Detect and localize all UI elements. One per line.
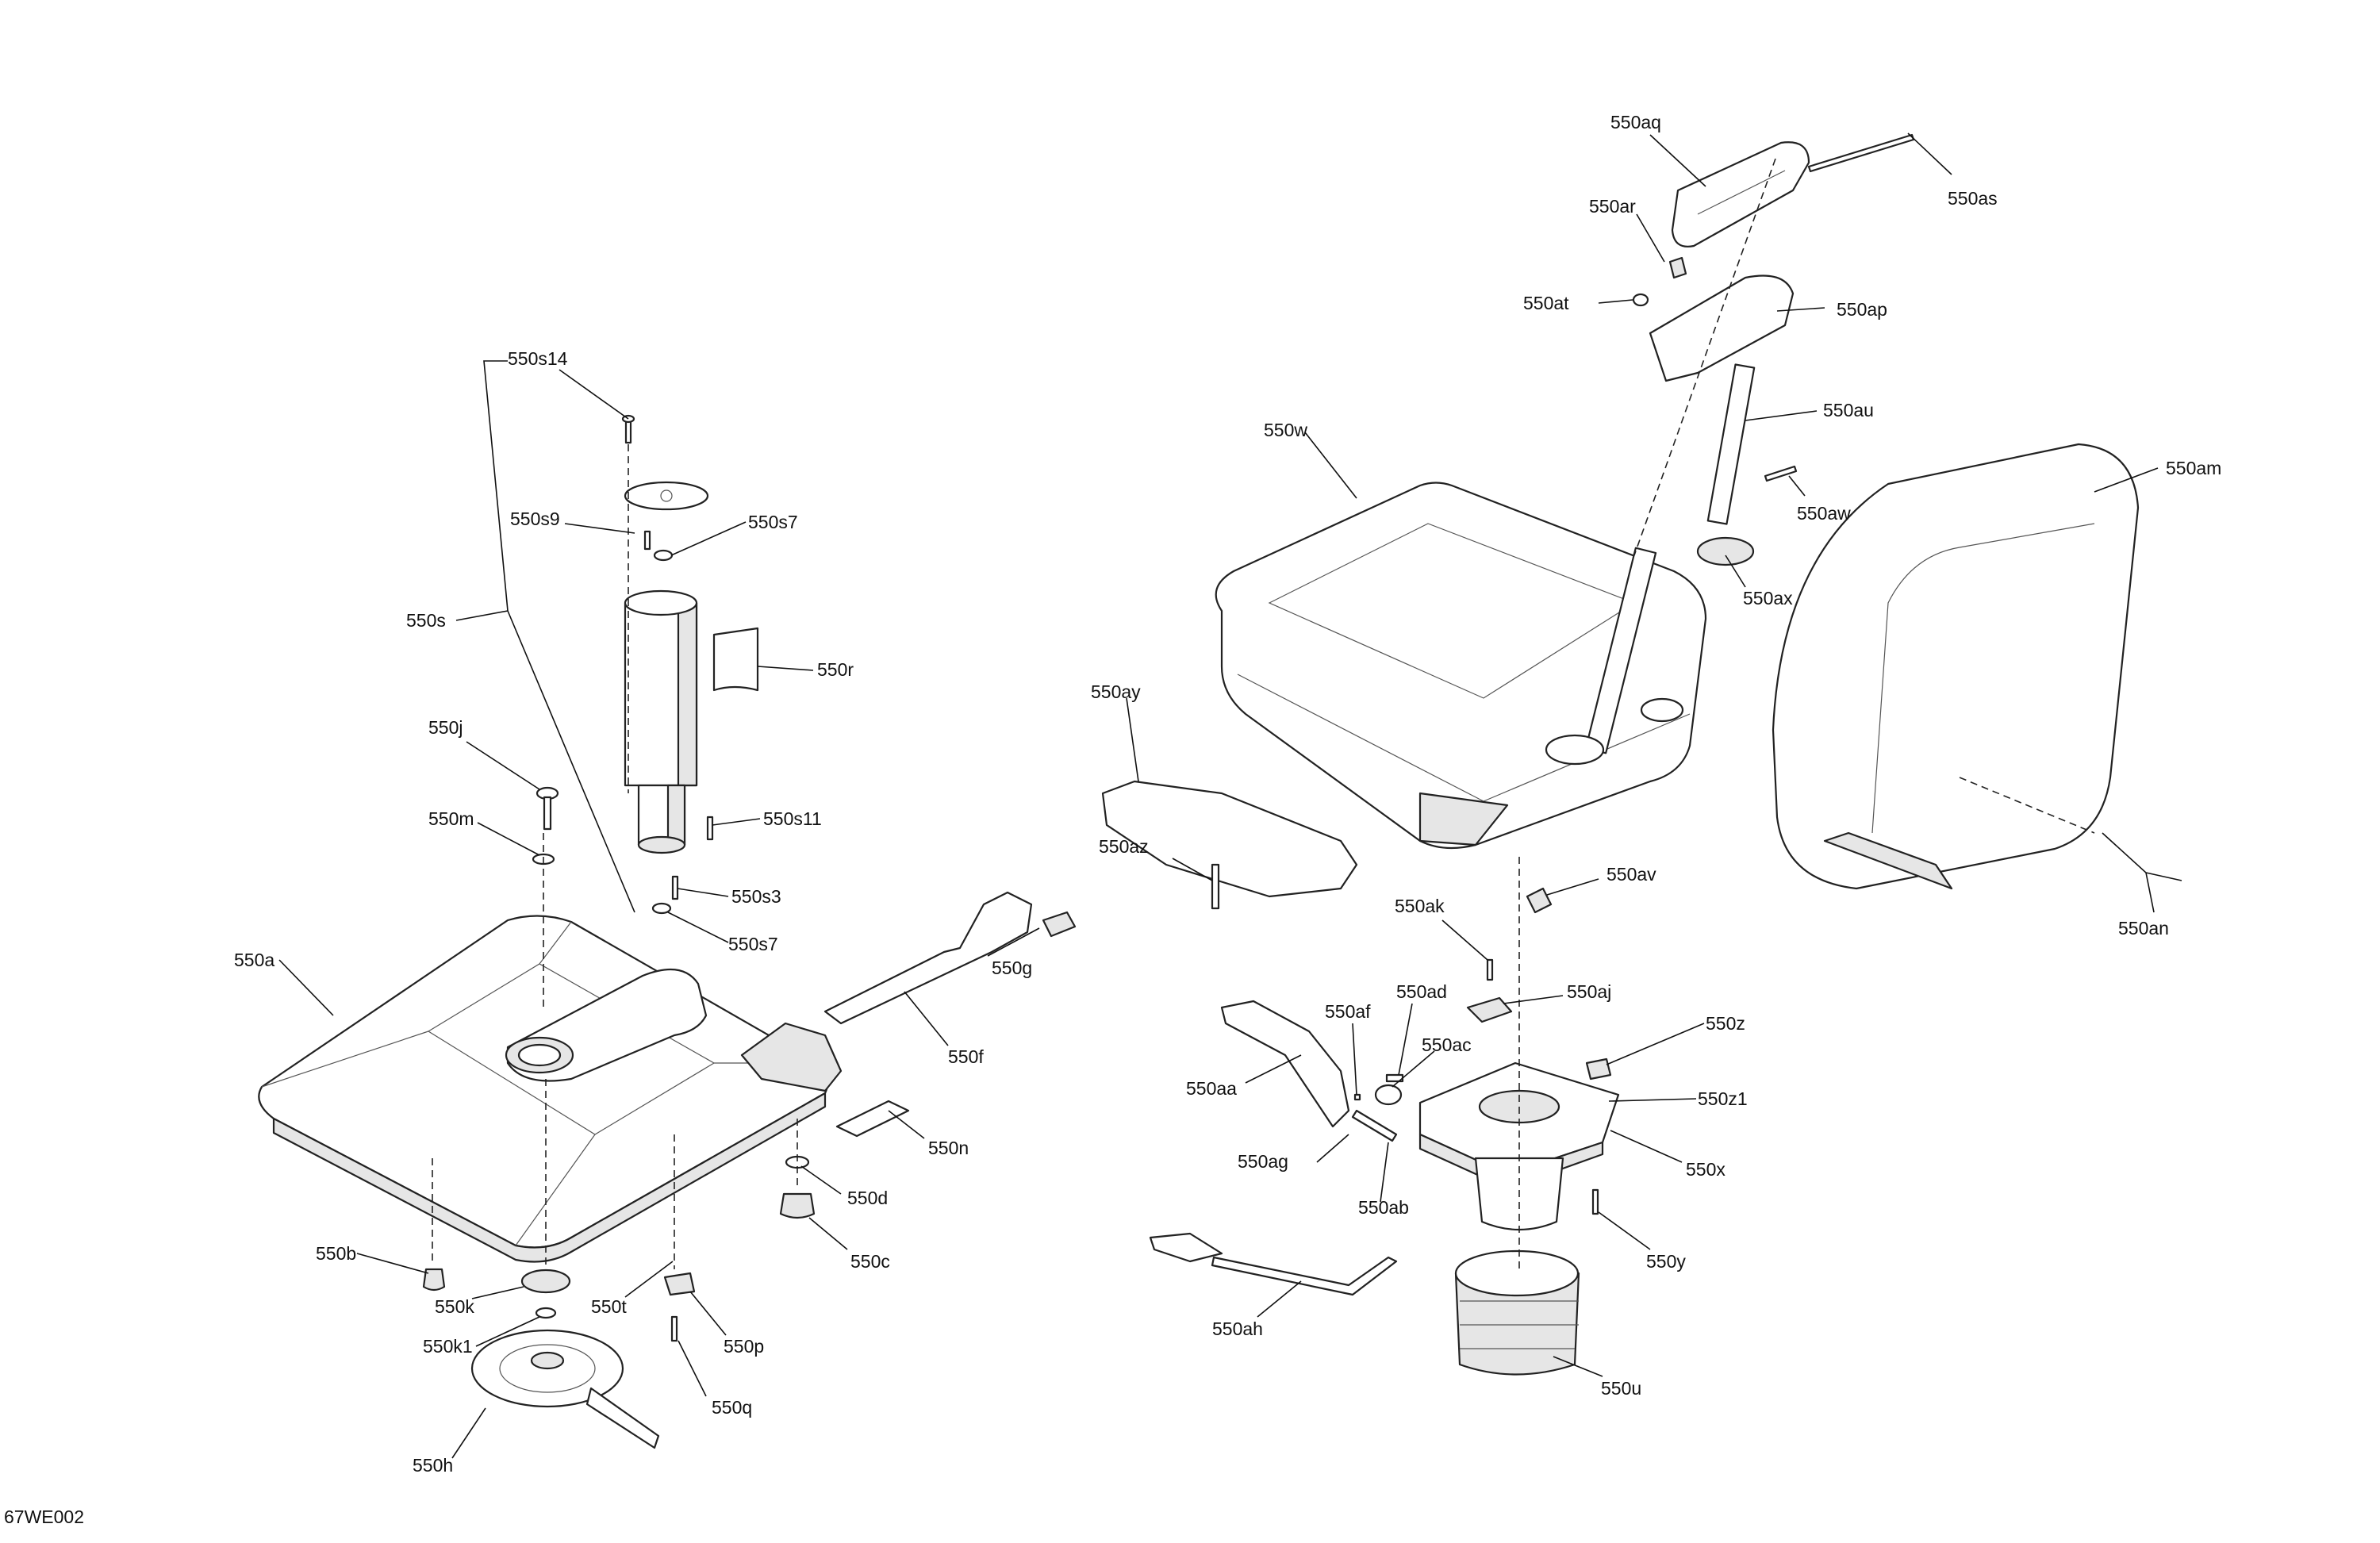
- callout-550au: 550au: [1823, 400, 1874, 420]
- callout-550s3: 550s3: [731, 886, 781, 907]
- callout-550at: 550at: [1523, 293, 1569, 313]
- swivel-mechanism: [470, 1269, 660, 1449]
- callout-550u: 550u: [1601, 1378, 1641, 1399]
- callout-550x: 550x: [1686, 1159, 1726, 1180]
- callout-550aa: 550aa: [1186, 1078, 1237, 1099]
- callout-550j: 550j: [428, 717, 463, 738]
- bolt-550az: [1211, 863, 1220, 910]
- callout-550az: 550az: [1099, 836, 1149, 857]
- callout-550as: 550as: [1948, 188, 1998, 209]
- backrest-cushion: [1772, 443, 2140, 890]
- callout-550am: 550am: [2166, 458, 2221, 478]
- callout-550g: 550g: [992, 958, 1032, 978]
- callout-550z1: 550z1: [1698, 1088, 1748, 1109]
- callout-550aj: 550aj: [1567, 981, 1611, 1002]
- callout-550ag: 550ag: [1238, 1151, 1288, 1172]
- callout-550f: 550f: [948, 1046, 984, 1067]
- gas-column: [624, 481, 709, 854]
- label-plate: [835, 1100, 910, 1138]
- callout-550s7-upper: 550s7: [748, 512, 798, 532]
- callout-550an: 550an: [2118, 918, 2169, 938]
- left-assembly-lines: [432, 444, 798, 1269]
- armrest-assembly: [1632, 133, 1915, 566]
- seat-bracket: [1101, 780, 1358, 898]
- bumper-550c: [779, 1192, 816, 1219]
- callout-550ar: 550ar: [1589, 196, 1636, 217]
- callout-550aw: 550aw: [1797, 503, 1851, 524]
- callout-550p: 550p: [724, 1336, 764, 1357]
- callout-550k: 550k: [435, 1296, 474, 1317]
- callout-550z: 550z: [1706, 1013, 1745, 1034]
- right-hardware: [1351, 887, 1612, 1215]
- callout-550k1: 550k1: [423, 1336, 473, 1357]
- callout-550s: 550s: [406, 610, 446, 631]
- callout-550b: 550b: [316, 1243, 356, 1264]
- callout-550m: 550m: [428, 808, 474, 829]
- callout-550n: 550n: [928, 1138, 969, 1158]
- callout-550s9: 550s9: [510, 509, 560, 529]
- leader-lines: [278, 132, 2182, 1459]
- lever-clip: [1042, 911, 1077, 938]
- height-lever: [823, 891, 1033, 1025]
- callout-550ac: 550ac: [1422, 1034, 1472, 1055]
- stud-550b: [422, 1268, 446, 1292]
- callout-550y: 550y: [1646, 1251, 1686, 1272]
- right-assembly-lines: [1518, 158, 2095, 1269]
- callout-550q: 550q: [712, 1397, 752, 1418]
- callout-550h: 550h: [413, 1455, 453, 1476]
- callout-550t: 550t: [591, 1296, 627, 1317]
- callout-550ah: 550ah: [1212, 1318, 1263, 1339]
- callout-550s7-lower: 550s7: [728, 934, 778, 954]
- callout-550ay: 550ay: [1091, 681, 1141, 702]
- callout-550ap: 550ap: [1837, 299, 1887, 320]
- callout-550r: 550r: [817, 659, 854, 680]
- callout-550c: 550c: [850, 1251, 890, 1272]
- callout-550d: 550d: [847, 1188, 888, 1208]
- figure-code: 67WE002: [4, 1507, 84, 1527]
- callout-550aq: 550aq: [1610, 112, 1661, 132]
- callout-550w: 550w: [1264, 420, 1307, 440]
- callout-550af: 550af: [1325, 1001, 1371, 1022]
- callout-550ad: 550ad: [1396, 981, 1447, 1002]
- callout-550a: 550a: [234, 950, 274, 970]
- base-plate: [258, 915, 843, 1263]
- callout-labels: 550aq 550as 550ar 550at 550ap 550au 550w…: [234, 112, 2221, 1476]
- left-hardware: [532, 414, 714, 915]
- seat-cushion: [1215, 482, 1707, 850]
- rod-lever: [1149, 1232, 1398, 1296]
- clip-550p: [663, 1272, 696, 1296]
- warning-sticker: [712, 627, 759, 692]
- spring-cartridge: [1454, 1249, 1580, 1376]
- tilt-lever: [1220, 1000, 1350, 1128]
- callout-550av: 550av: [1606, 864, 1656, 885]
- callout-550s14: 550s14: [508, 348, 568, 369]
- callout-550s11: 550s11: [763, 808, 822, 829]
- screw-550q: [670, 1315, 678, 1342]
- callout-550ax: 550ax: [1743, 588, 1793, 608]
- callout-550ak: 550ak: [1395, 896, 1445, 916]
- callout-550ab: 550ab: [1358, 1197, 1409, 1218]
